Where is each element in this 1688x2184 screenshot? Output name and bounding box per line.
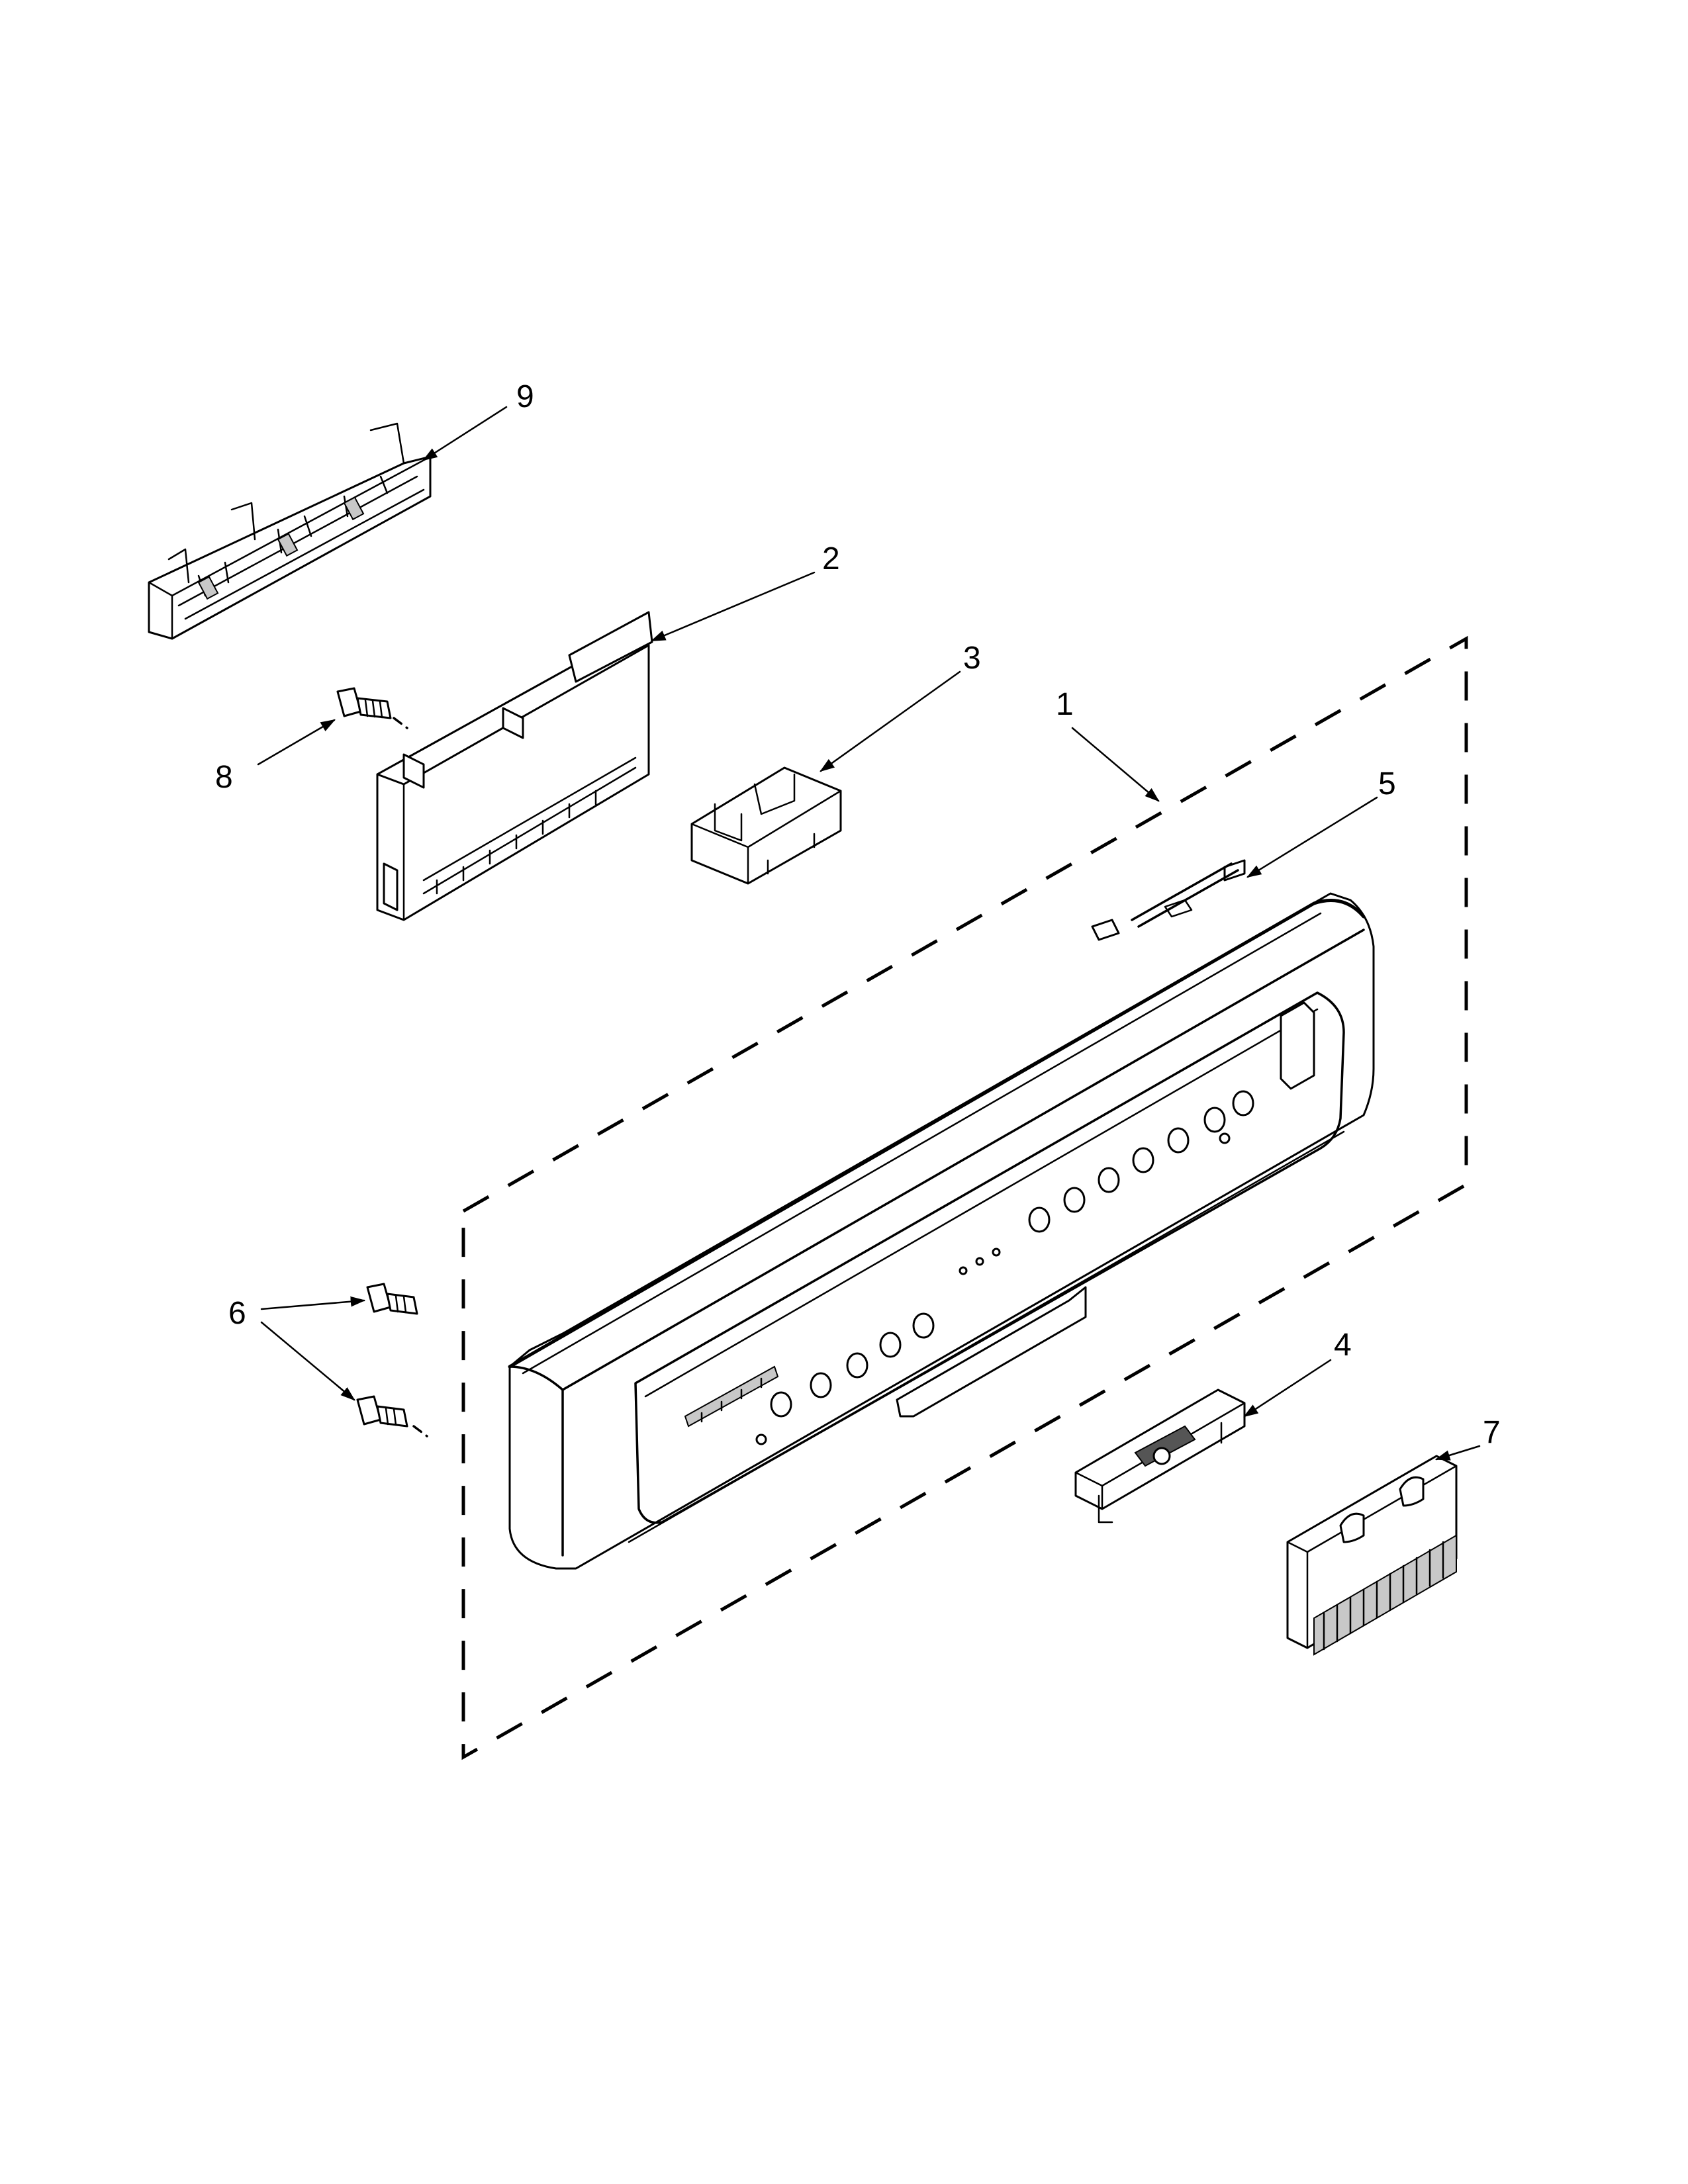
part-wire-harness — [1091, 859, 1246, 941]
callout-9: 9 — [516, 379, 534, 414]
callout-4: 4 — [1334, 1328, 1352, 1363]
part-wire-retainer — [148, 422, 432, 640]
part-bracket — [690, 766, 842, 885]
leader-lines — [257, 406, 1481, 1461]
callout-3: 3 — [963, 641, 981, 676]
part-door-latch — [1074, 1388, 1246, 1524]
callout-6: 6 — [228, 1296, 246, 1331]
callout-8: 8 — [215, 760, 233, 795]
callout-labels: 9 2 3 1 5 8 6 4 7 — [215, 379, 1501, 1450]
callout-1: 1 — [1056, 687, 1074, 722]
callout-7: 7 — [1483, 1415, 1501, 1450]
part-control-panel — [508, 892, 1375, 1570]
part-screw-8 — [336, 687, 408, 729]
part-control-board — [376, 611, 653, 921]
part-vent-brush — [1286, 1455, 1458, 1656]
part-screw-6-upper — [366, 1283, 418, 1315]
part-screw-6-lower — [356, 1395, 428, 1437]
callout-2: 2 — [822, 541, 840, 576]
callout-5: 5 — [1378, 766, 1396, 801]
